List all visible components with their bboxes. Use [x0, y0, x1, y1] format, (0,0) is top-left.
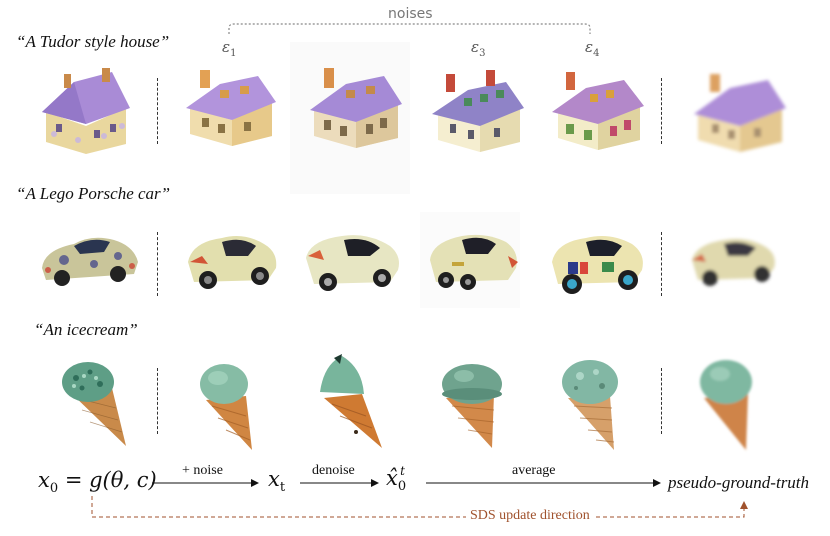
noises-bracket — [228, 23, 591, 34]
sds-update-direction-label: SDS update direction — [466, 508, 594, 524]
x0-equation: x0 = g(θ, c) — [38, 468, 157, 497]
epsilon-4-label: ε4 — [585, 38, 600, 59]
denoise-arrow-label: denoise — [312, 463, 355, 478]
separator-row1-right — [661, 78, 662, 144]
house-noise-1-image — [186, 70, 276, 146]
separator-row3-left — [157, 368, 158, 434]
house-rendered-image — [42, 68, 130, 154]
car-noise-3-image — [430, 234, 518, 290]
car-noise-4-image — [552, 236, 643, 294]
icecream-noise-2-image — [320, 354, 382, 448]
prompt-icecream: “An icecream” — [34, 320, 138, 339]
house-noise-2-image — [310, 68, 402, 148]
house-pseudo-gt-image — [694, 74, 786, 152]
icecream-noise-4-image — [562, 360, 618, 450]
icecream-rendered-image — [62, 362, 126, 446]
sds-update-arrow — [91, 496, 748, 518]
car-noise-1-image — [188, 236, 277, 289]
separator-row1-left — [157, 78, 158, 144]
house-noise-3-image — [432, 70, 524, 152]
icecream-noise-1-image — [200, 364, 252, 450]
car-pseudo-gt-image — [692, 238, 775, 286]
separator-row3-right — [661, 368, 662, 434]
icecream-pseudo-gt-image — [700, 360, 752, 450]
pseudo-ground-truth-label: pseudo-ground-truth — [668, 473, 810, 492]
x0-hat-symbol: x̂0t — [386, 464, 407, 495]
car-noise-2-image — [306, 235, 399, 291]
prompt-lego-porsche: “A Lego Porsche car” — [16, 184, 171, 203]
noise-arrow-label: + noise — [182, 463, 223, 478]
separator-row2-left — [157, 232, 158, 296]
house-noise-4-image — [552, 72, 644, 150]
icecream-noise-3-image — [442, 364, 502, 448]
average-arrow-label: average — [512, 463, 556, 478]
car-rendered-image — [42, 237, 138, 286]
separator-row2-right — [661, 232, 662, 296]
prompt-tudor-house: “A Tudor style house” — [16, 32, 170, 51]
epsilon-1-label: ε1 — [222, 38, 237, 59]
noises-label: noises — [388, 6, 433, 22]
epsilon-3-label: ε3 — [471, 38, 486, 59]
xt-symbol: xt — [268, 467, 286, 496]
